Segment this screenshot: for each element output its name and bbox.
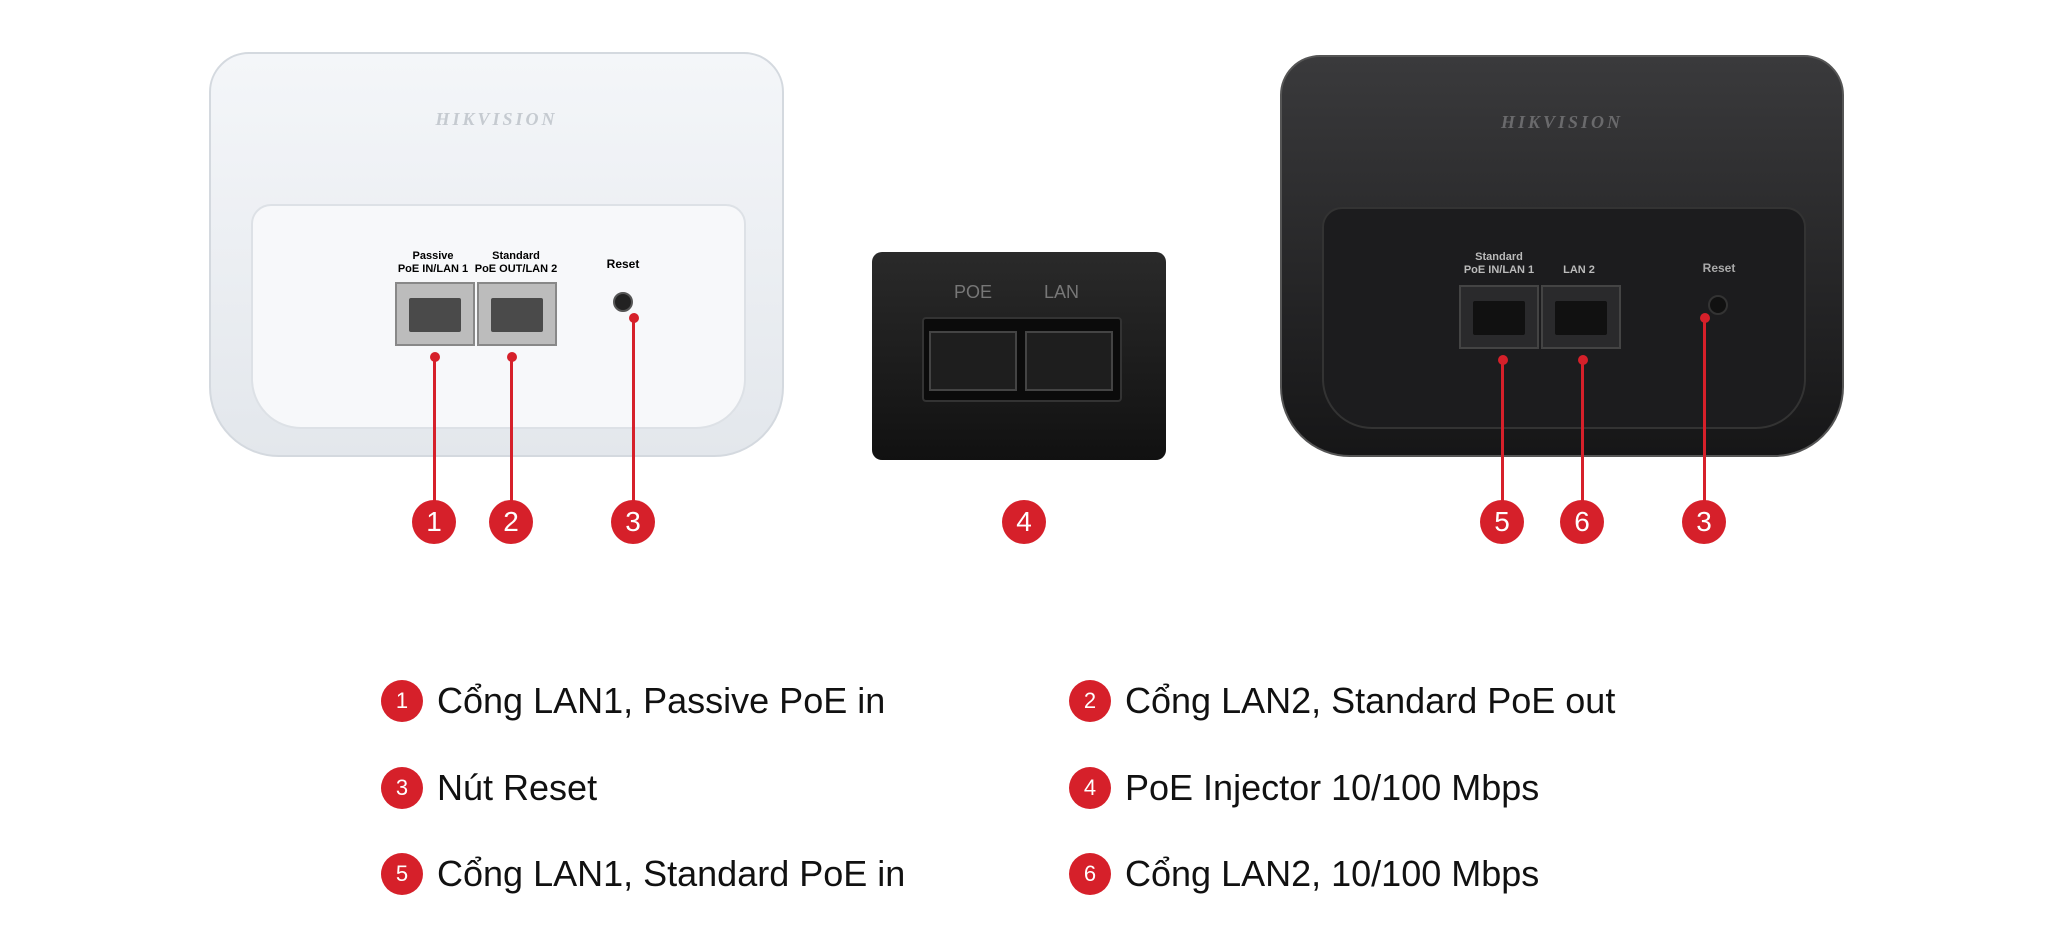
callout-dot [1578, 355, 1588, 365]
white-cpe-device: HIKVISION Passive PoE IN/LAN 1 Standard … [209, 52, 784, 457]
callout-2: 2 [489, 500, 533, 544]
callout-line [433, 357, 436, 502]
legend-number: 4 [1069, 767, 1111, 809]
callout-line [632, 318, 635, 502]
lan1-port [395, 282, 475, 346]
lan-port-label: LAN [1044, 282, 1080, 302]
legend-text: Cổng LAN2, 10/100 Mbps [1125, 853, 1540, 894]
reset-label: Reset [606, 257, 640, 271]
callout-dot [507, 352, 517, 362]
port2-label: LAN 2 [1563, 264, 1595, 276]
callout-5: 5 [1480, 500, 1524, 544]
port2-label: Standard PoE OUT/LAN 2 [474, 250, 558, 275]
port1-label: Standard PoE IN/LAN 1 [1463, 251, 1535, 276]
legend-number: 2 [1069, 680, 1111, 722]
legend-item: 3 Nút Reset [381, 767, 597, 809]
legend-item: 6 Cổng LAN2, 10/100 Mbps [1069, 853, 1539, 895]
callout-3-black: 3 [1682, 500, 1726, 544]
poe-port [929, 331, 1017, 391]
injector-port-window [922, 317, 1122, 402]
brand-logo: HIKVISION [1500, 112, 1624, 132]
reset-button [1708, 295, 1728, 315]
poe-port-label: POE [954, 282, 993, 302]
legend-text: Cổng LAN1, Passive PoE in [437, 680, 886, 721]
callout-dot [1498, 355, 1508, 365]
callout-4: 4 [1002, 500, 1046, 544]
callout-dot [629, 313, 639, 323]
legend-text: Cổng LAN2, Standard PoE out [1125, 680, 1616, 721]
legend-number: 1 [381, 680, 423, 722]
legend-number: 5 [381, 853, 423, 895]
callout-3: 3 [611, 500, 655, 544]
legend-text: Cổng LAN1, Standard PoE in [437, 853, 906, 894]
callout-line [1703, 318, 1706, 502]
legend-item: 5 Cổng LAN1, Standard PoE in [381, 853, 905, 895]
port1-label: Passive PoE IN/LAN 1 [397, 250, 469, 275]
poe-injector: POE LAN [872, 252, 1166, 460]
callout-line [1581, 360, 1584, 502]
reset-button [613, 292, 633, 312]
legend-text: Nút Reset [437, 767, 598, 808]
legend-number: 3 [381, 767, 423, 809]
callout-dot [1700, 313, 1710, 323]
legend-number: 6 [1069, 853, 1111, 895]
callout-line [1501, 360, 1504, 502]
lan-port [1025, 331, 1113, 391]
callout-6: 6 [1560, 500, 1604, 544]
callout-1: 1 [412, 500, 456, 544]
legend-text: PoE Injector 10/100 Mbps [1125, 767, 1540, 808]
callout-dot [430, 352, 440, 362]
device-front-panel: Passive PoE IN/LAN 1 Standard PoE OUT/LA… [251, 204, 746, 429]
callout-line [510, 357, 513, 502]
legend-item: 2 Cổng LAN2, Standard PoE out [1069, 680, 1615, 722]
legend-item: 1 Cổng LAN1, Passive PoE in [381, 680, 885, 722]
reset-label: Reset [1702, 261, 1736, 275]
lan1-port [1459, 285, 1539, 349]
device-front-panel: Standard PoE IN/LAN 1 LAN 2 Reset [1322, 207, 1806, 429]
legend-item: 4 PoE Injector 10/100 Mbps [1069, 767, 1539, 809]
brand-logo: HIKVISION [435, 109, 558, 129]
lan2-port [1541, 285, 1621, 349]
black-cpe-device: HIKVISION Standard PoE IN/LAN 1 LAN 2 Re… [1280, 55, 1844, 457]
lan2-port [477, 282, 557, 346]
